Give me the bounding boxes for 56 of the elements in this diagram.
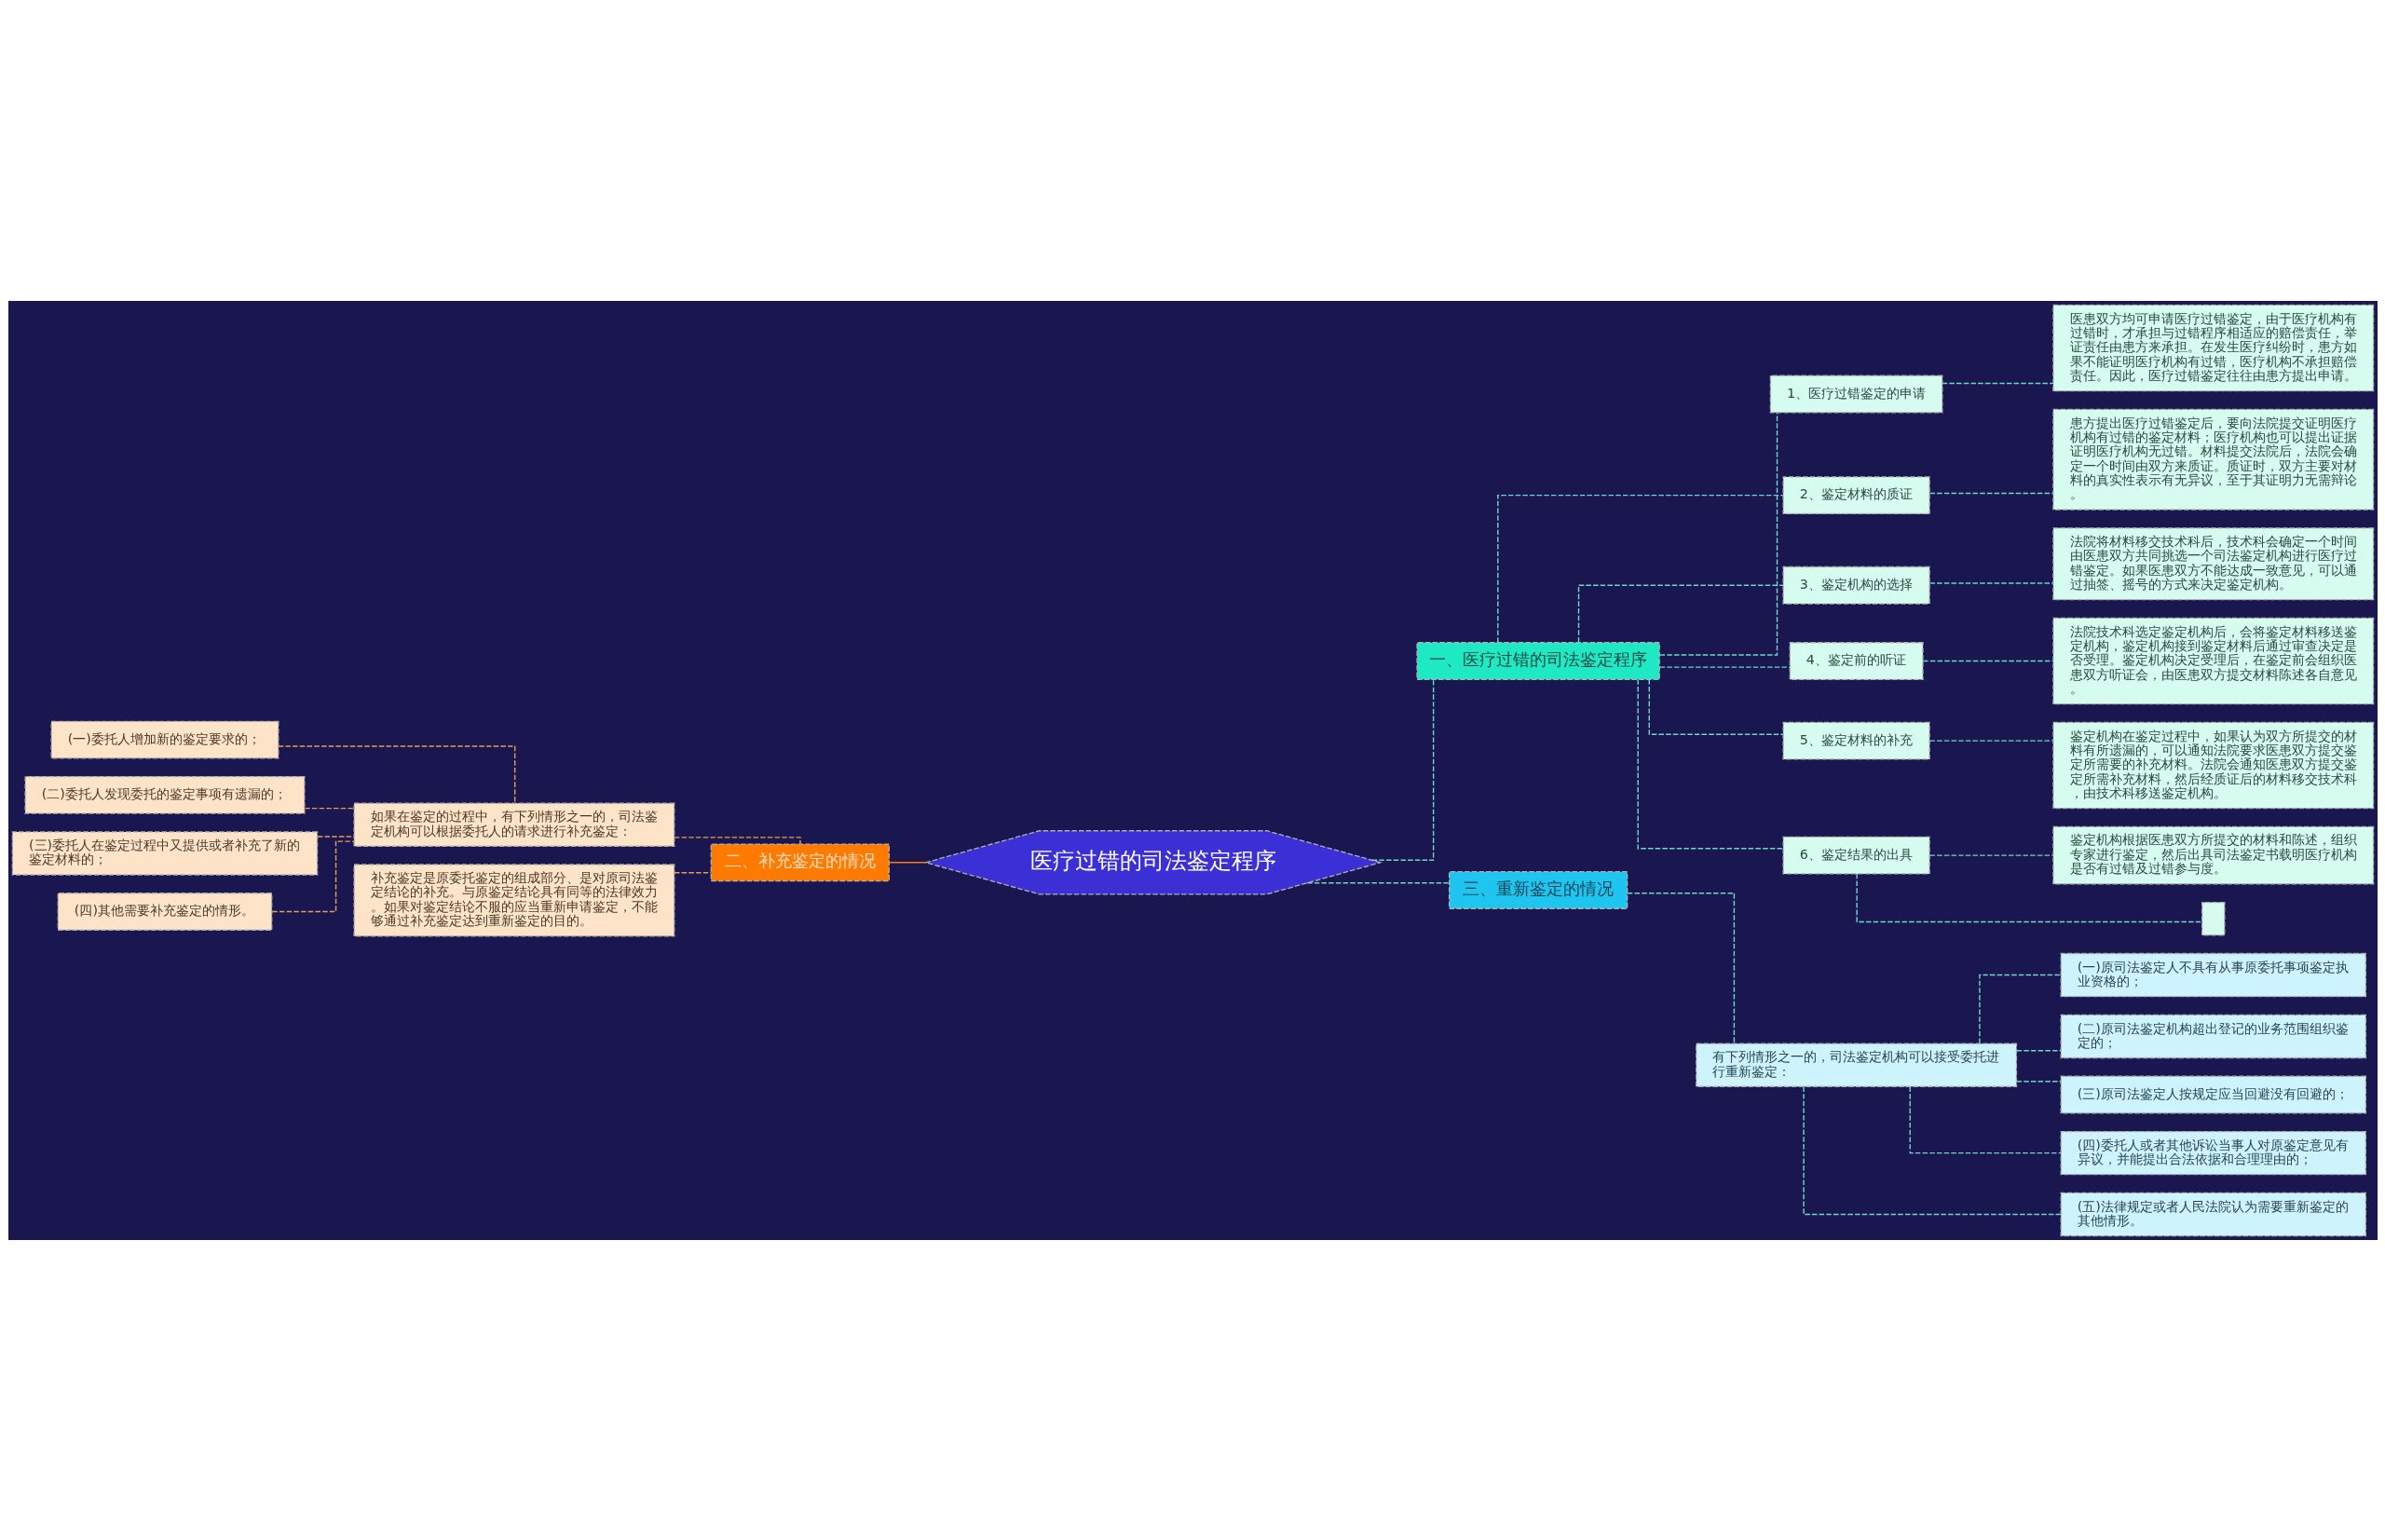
connector bbox=[888, 861, 926, 864]
node-box: 患方提出医疗过错鉴定后，要向法院提交证明医疗机构有过错的鉴定材料；医疗机构也可以提出证据证明医疗机构无过错。材料提交法院后，法院会确定一个时间由双方来质证。质证时，双方主要对材料的真实性表示有无异议，至于其证明力无需辩论。 bbox=[2051, 408, 2374, 511]
connector bbox=[1658, 411, 1778, 656]
connector bbox=[1626, 892, 1735, 1044]
connector bbox=[316, 835, 355, 838]
connector bbox=[1928, 581, 2053, 584]
node-box: 法院将材料移交技术科后，技术科会确定一个时间由医患双方共同挑选一个司法鉴定机构进行医疗过错鉴定。如果医患双方不能达成一致意见，可以通过抽签、摇号的方式来决定鉴定机构。 bbox=[2051, 526, 2374, 600]
node-box: (二)原司法鉴定机构超出登记的业务范围组织鉴定的； bbox=[2060, 1014, 2366, 1058]
connector bbox=[1922, 660, 2054, 661]
node-box: (二)委托人发现委托的鉴定事项有遗漏的； bbox=[23, 775, 305, 814]
node-box: 2、鉴定材料的质证 bbox=[1781, 475, 1930, 514]
connector bbox=[1909, 1085, 2062, 1153]
connector bbox=[1496, 494, 1783, 643]
node-box: 鉴定机构根据医患双方所提交的材料和陈述，组织专家进行鉴定，然后出具司法鉴定书载明医疗机构是否有过错及过错参与度。 bbox=[2051, 825, 2374, 885]
connector bbox=[1658, 665, 1791, 668]
connector bbox=[1928, 853, 2053, 856]
node-box: (三)原司法鉴定人按规定应当回避没有回避的； bbox=[2060, 1075, 2366, 1113]
node-box: (四)委托人或者其他诉讼当事人对原鉴定意见有异议，并能提出合法依据和合理理由的； bbox=[2060, 1130, 2366, 1175]
connector bbox=[277, 744, 515, 803]
node-box: 3、鉴定机构的选择 bbox=[1781, 566, 1930, 605]
connector bbox=[1648, 678, 1784, 735]
connector bbox=[1577, 584, 1784, 643]
connector bbox=[673, 871, 712, 873]
connector bbox=[673, 836, 801, 845]
node-box: 一、医疗过错的司法鉴定程序 bbox=[1415, 641, 1660, 680]
node-box: 6、鉴定结果的出具 bbox=[1781, 836, 1930, 875]
node-box: (五)法律规定或者人民法院认为需要重新鉴定的其他情形。 bbox=[2060, 1192, 2366, 1236]
connector bbox=[2015, 1080, 2062, 1082]
node-box: 法院技术科选定鉴定机构后，会将鉴定材料移送鉴定机构，鉴定机构接到鉴定材料后通过审查决定是否受理。鉴定机构决定受理后，在鉴定前会组织医患双方听证会，由医患双方提交材料陈述各自意见。 bbox=[2051, 617, 2374, 704]
node-box: 1、医疗过错鉴定的申请 bbox=[1769, 375, 1942, 413]
connector bbox=[1855, 872, 2202, 922]
node-box: 二、补充鉴定的情况 bbox=[710, 842, 890, 881]
node-box: 三、重新鉴定的情况 bbox=[1448, 870, 1628, 909]
node-box: 4、鉴定前的听证 bbox=[1789, 641, 1924, 680]
node-box: 5、鉴定材料的补充 bbox=[1781, 721, 1930, 760]
node-box: 有下列情形之一的，司法鉴定机构可以接受委托进行重新鉴定： bbox=[1695, 1043, 2017, 1087]
connector bbox=[304, 807, 355, 809]
connector bbox=[1305, 881, 1450, 883]
node-box: 补充鉴定是原委托鉴定的组成部分、是对原司法鉴定结论的补充。与原鉴定结论具有同等的法律效力。如果对鉴定结论不服的应当重新申请鉴定，不能够通过补充鉴定达到重新鉴定的目的。 bbox=[352, 863, 675, 937]
connector bbox=[1978, 974, 2062, 1044]
connector bbox=[1802, 1085, 2062, 1215]
connector bbox=[1928, 739, 2053, 742]
node-box: 鉴定机构在鉴定过程中，如果认为双方所提交的材料有所遗漏的，可以通知法院要求医患双方提交鉴定所需要的补充材料。法院会通知医患双方提交鉴定所需补充材料，然后经质证后的材料移交技术科，由技术科移送鉴定机构。 bbox=[2051, 721, 2374, 809]
node-box: 医患双方均可申请医疗过错鉴定，由于医疗机构有过错时，才承担与过错程序相适应的赔偿责任，举证责任由患方来承担。在发生医疗纠纷时，患方如果不能证明医疗机构有过错，医疗机构不承担赔偿责任。因此，医疗过错鉴定往往由患方提出申请。 bbox=[2051, 304, 2374, 391]
node-box: (一)原司法鉴定人不具有从事原委托事项鉴定执业资格的； bbox=[2060, 952, 2366, 997]
connector bbox=[1370, 678, 1434, 861]
node-box: (四)其他需要补充鉴定的情形。 bbox=[57, 892, 272, 931]
connector bbox=[1941, 382, 2053, 384]
node-box bbox=[2201, 901, 2225, 935]
connector bbox=[1928, 492, 2053, 494]
connector bbox=[1636, 678, 1784, 850]
node-box: (一)委托人增加新的鉴定要求的； bbox=[49, 720, 279, 758]
connector bbox=[270, 839, 355, 912]
node-box: (三)委托人在鉴定过程中又提供或者补充了新的鉴定材料的； bbox=[11, 830, 318, 876]
node-box: 如果在鉴定的过程中，有下列情形之一的，司法鉴定机构可以根据委托人的请求进行补充鉴定： bbox=[352, 801, 675, 847]
connector bbox=[2015, 1049, 2062, 1052]
